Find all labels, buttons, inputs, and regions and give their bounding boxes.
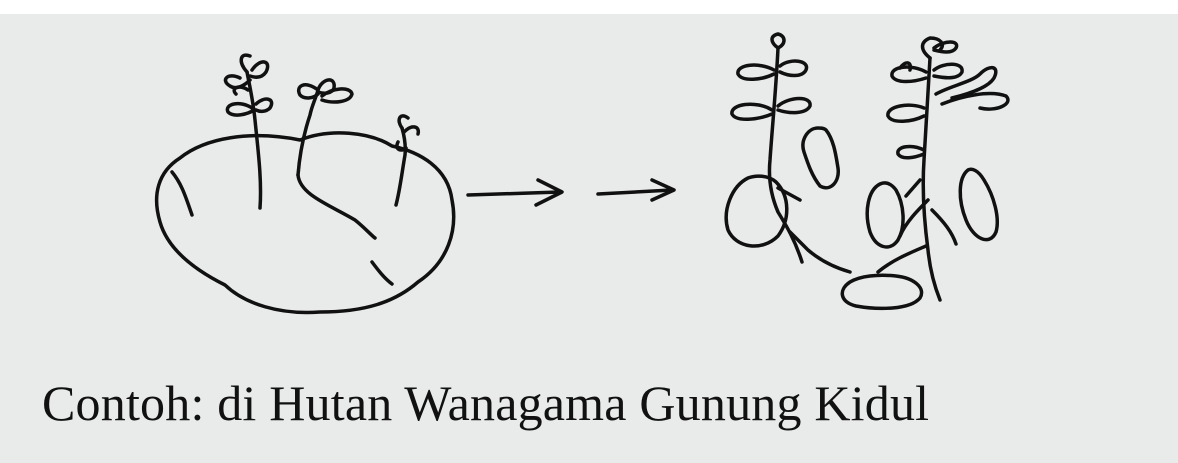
tuber-right-3 xyxy=(842,275,921,308)
tuber-right-2 xyxy=(960,169,997,239)
seedling-2 xyxy=(298,80,375,238)
seedling-1 xyxy=(225,55,271,208)
caption-text: Contoh: di Hutan Wanagama Gunung Kidul xyxy=(42,374,929,432)
grown-plants-with-tubers xyxy=(726,34,1008,308)
plant-left xyxy=(726,34,850,272)
plant-right xyxy=(842,38,1008,308)
tuber-right-1 xyxy=(867,183,903,247)
clump-crack-bottom xyxy=(372,262,392,284)
soil-clump-with-seedlings xyxy=(157,55,454,312)
transition-arrows xyxy=(468,180,674,205)
soil-clump xyxy=(157,133,454,313)
arrow-1-shaft xyxy=(468,192,560,195)
clump-crack-left xyxy=(172,172,192,215)
seedling-3 xyxy=(396,116,418,205)
tuber-left-small xyxy=(803,128,838,188)
arrow-2-shaft xyxy=(598,190,672,194)
